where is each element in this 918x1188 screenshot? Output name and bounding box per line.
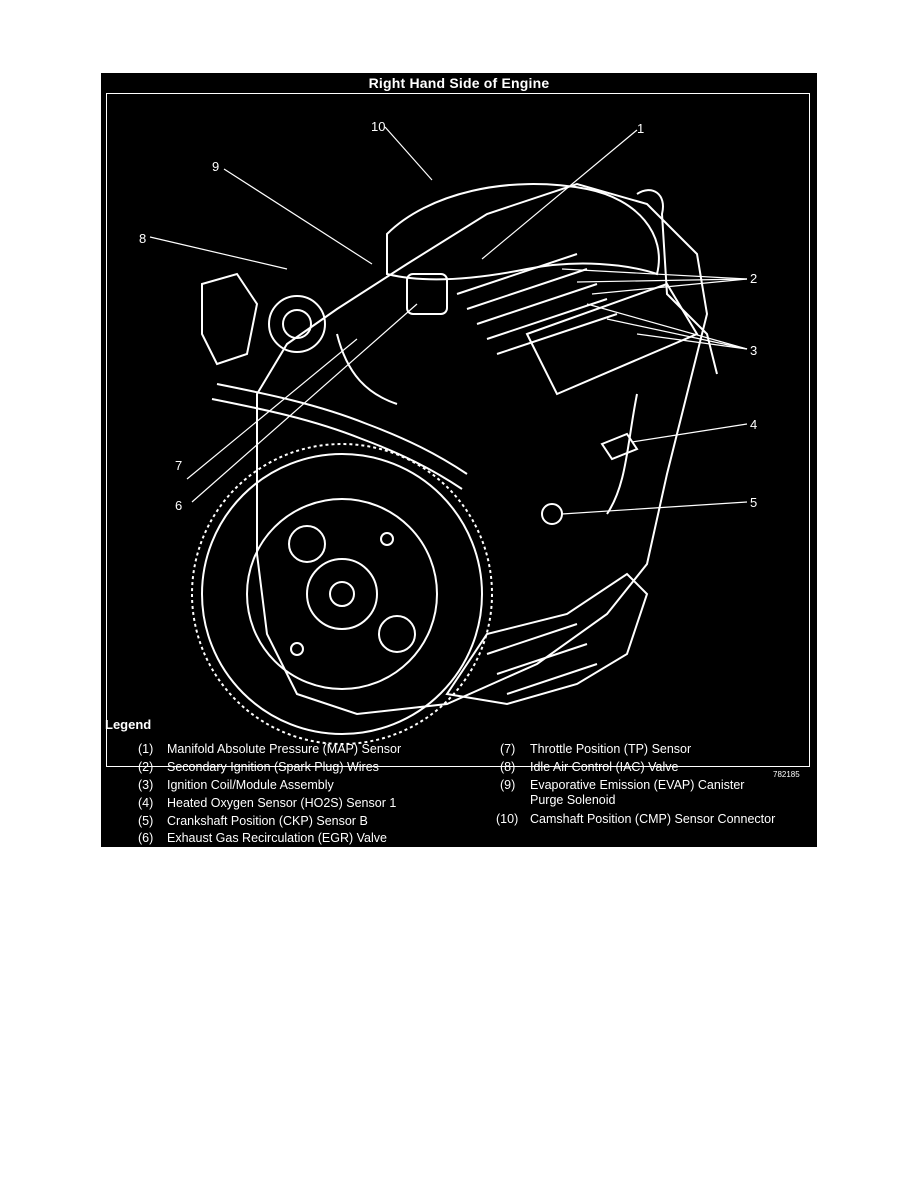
legend-item-text: Exhaust Gas Recirculation (EGR) Valve (167, 831, 387, 845)
callout-1: 1 (637, 121, 645, 136)
legend-item-number: (3) (138, 778, 154, 792)
legend-item-number: (9) (500, 778, 516, 792)
legend-item-number: (6) (138, 831, 154, 845)
legend-item: (5) Crankshaft Position (CKP) Sensor B (101, 813, 461, 829)
legend-item-text: Crankshaft Position (CKP) Sensor B (167, 814, 368, 828)
figure-title: Right Hand Side of Engine (368, 75, 550, 91)
throttle-body (268, 295, 326, 353)
legend-item-text: Idle Air Control (IAC) Valve (530, 760, 679, 774)
engine-illustration (149, 126, 748, 745)
legend-item-number: (1) (138, 742, 154, 756)
legend-item: (7) Throttle Position (TP) Sensor (461, 741, 817, 757)
callout-2: 2 (750, 271, 758, 286)
legend-item: (6) Exhaust Gas Recirculation (EGR) Valv… (101, 830, 461, 846)
legend-item-text: Ignition Coil/Module Assembly (167, 778, 334, 792)
oil-pan (445, 572, 649, 706)
flywheel (191, 443, 493, 745)
legend-item-text: Manifold Absolute Pressure (MAP) Sensor (167, 742, 402, 756)
coolant-hose (216, 383, 468, 475)
callout-7: 7 (175, 458, 183, 473)
callout-3: 3 (750, 343, 758, 358)
callout-5: 5 (750, 495, 758, 510)
legend-item-number: (10) (496, 812, 519, 826)
legend-item-text: Secondary Ignition (Spark Plug) Wires (167, 760, 379, 774)
vacuum-hose (336, 333, 398, 405)
crankshaft-sensor (541, 503, 563, 525)
legend-item-text-continued: Purge Solenoid (530, 793, 616, 807)
legend-item: (4) Heated Oxygen Sensor (HO2S) Sensor 1 (101, 795, 461, 811)
callout-8: 8 (139, 231, 147, 246)
oxygen-sensor (600, 432, 639, 461)
valve-cover (525, 282, 699, 396)
legend-item-number: (4) (138, 796, 154, 810)
legend-item-text: Throttle Position (TP) Sensor (530, 742, 692, 756)
intake-manifold (386, 183, 660, 281)
callout-4: 4 (750, 417, 758, 432)
intake-runners (456, 253, 618, 355)
legend-item: (2) Secondary Ignition (Spark Plug) Wire… (101, 759, 461, 775)
legend-item: (10) Camshaft Position (CMP) Sensor Conn… (461, 811, 817, 827)
callout-9: 9 (212, 159, 220, 174)
legend-item-number: (7) (500, 742, 516, 756)
engine-figure: Right Hand Side of Engine (101, 73, 817, 847)
legend-item: (1) Manifold Absolute Pressure (MAP) Sen… (101, 741, 461, 757)
accessory-bracket (201, 272, 259, 366)
legend-item-text: Heated Oxygen Sensor (HO2S) Sensor 1 (167, 796, 397, 810)
legend-item-number: (5) (138, 814, 154, 828)
figure-id: 782185 (773, 770, 800, 779)
engine-drawing-frame: 10 1 9 8 2 3 4 5 7 6 (106, 93, 810, 767)
egr-valve (406, 273, 448, 315)
legend-item: (9) Evaporative Emission (EVAP) Canister… (461, 777, 817, 809)
legend-item: (3) Ignition Coil/Module Assembly (101, 777, 461, 793)
legend-item-number: (2) (138, 760, 154, 774)
legend-item-text: Camshaft Position (CMP) Sensor Connector (530, 812, 776, 826)
legend-item-number: (8) (500, 760, 516, 774)
legend-heading: Legend (105, 717, 152, 732)
engine-block-outline (256, 182, 709, 716)
callout-6: 6 (175, 498, 183, 513)
legend-item-text: Evaporative Emission (EVAP) Canister (530, 778, 745, 792)
legend-item: (8) Idle Air Control (IAC) Valve (461, 759, 817, 775)
callout-10: 10 (371, 119, 386, 134)
